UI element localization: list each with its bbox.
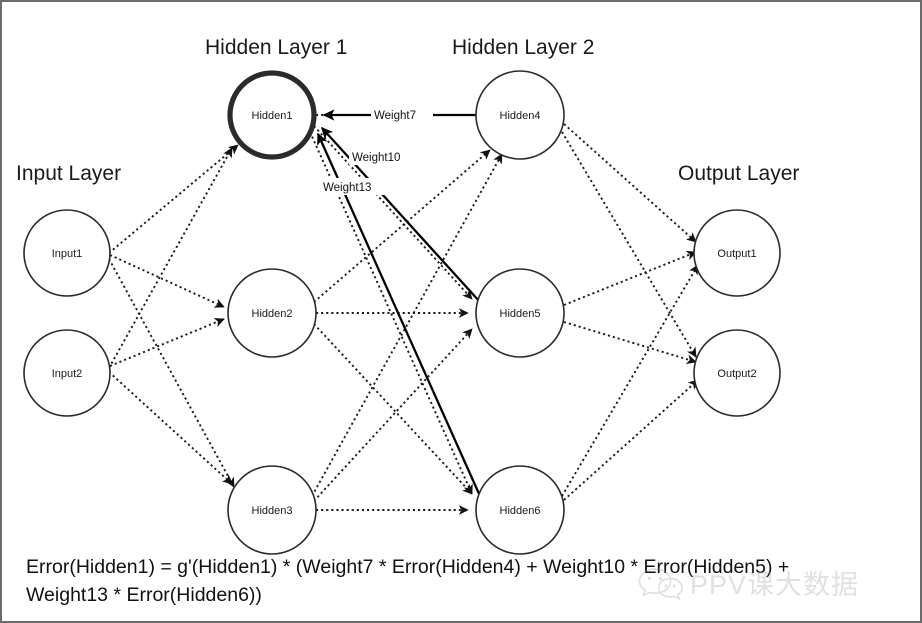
edge-hidden3-hidden5 bbox=[313, 328, 473, 502]
edge-input2-hidden3 bbox=[108, 371, 233, 485]
equation-line-1: Error(Hidden1) = g'(Hidden1) * (Weight7 … bbox=[26, 556, 789, 578]
node-hidden5-circle[interactable] bbox=[475, 268, 565, 358]
edge-input2-hidden1 bbox=[108, 147, 233, 369]
weight7-label: Weight7 bbox=[374, 110, 416, 122]
layer-title-output: Output Layer bbox=[678, 162, 799, 185]
edge-hidden6-output1 bbox=[561, 264, 699, 497]
edge-input1-hidden1 bbox=[108, 144, 239, 254]
edge-hidden3-hidden4 bbox=[311, 153, 503, 497]
weight13-label-backdrop bbox=[320, 178, 388, 195]
node-hidden5[interactable]: Hidden5 bbox=[475, 268, 565, 358]
node-hidden2-label: Hidden2 bbox=[252, 308, 293, 320]
edge-group-input-to-hidden1 bbox=[108, 144, 239, 488]
node-input1-circle[interactable] bbox=[23, 209, 111, 297]
node-input2[interactable]: Input2 bbox=[23, 329, 111, 417]
edge-hidden5-output1 bbox=[563, 250, 697, 306]
node-hidden3-label: Hidden3 bbox=[252, 505, 293, 517]
node-group-hidden-layer-2: Hidden4 Hidden5 Hidden6 bbox=[475, 70, 565, 555]
node-hidden5-label: Hidden5 bbox=[500, 308, 541, 320]
node-hidden6-circle[interactable] bbox=[475, 465, 565, 555]
node-output2[interactable]: Output2 bbox=[693, 329, 781, 417]
edge-hidden2-hidden4 bbox=[313, 149, 491, 303]
edge-hidden5-output2 bbox=[563, 321, 697, 365]
node-group-output: Output1 Output2 bbox=[693, 209, 781, 417]
edge-hidden6-output2 bbox=[563, 379, 699, 501]
node-hidden4-circle[interactable] bbox=[475, 70, 565, 160]
edge-weight10-hidden5-to-hidden1 bbox=[320, 126, 481, 303]
node-input2-circle[interactable] bbox=[23, 329, 111, 417]
node-input2-label: Input2 bbox=[52, 368, 83, 380]
node-hidden6[interactable]: Hidden6 bbox=[475, 465, 565, 555]
edge-group-hidden1-to-hidden2 bbox=[309, 114, 503, 515]
edge-hidden4-output1 bbox=[563, 123, 697, 243]
node-hidden4[interactable]: Hidden4 bbox=[475, 70, 565, 160]
edge-hidden4-output2 bbox=[561, 131, 697, 358]
edge-group-hidden2-to-output bbox=[561, 123, 699, 501]
node-output1-circle[interactable] bbox=[693, 209, 781, 297]
weight10-label: Weight10 bbox=[352, 152, 400, 164]
node-group-hidden-layer-1: Hidden1 Hidden2 Hidden3 bbox=[227, 70, 317, 555]
layer-title-hidden2: Hidden Layer 2 bbox=[452, 36, 594, 59]
edge-hidden2-hidden6 bbox=[313, 323, 473, 495]
weight-label-group: Weight7 Weight10 Weight13 bbox=[320, 106, 433, 195]
node-output2-label: Output2 bbox=[717, 368, 756, 380]
node-hidden3-circle[interactable] bbox=[227, 465, 317, 555]
node-output1-label: Output1 bbox=[717, 248, 756, 260]
edge-input1-hidden3 bbox=[108, 258, 235, 488]
node-hidden3[interactable]: Hidden3 bbox=[227, 465, 317, 555]
edge-input2-hidden2 bbox=[109, 317, 225, 367]
node-hidden2[interactable]: Hidden2 bbox=[227, 268, 317, 358]
node-output1[interactable]: Output1 bbox=[693, 209, 781, 297]
layer-title-hidden1: Hidden Layer 1 bbox=[205, 36, 347, 59]
node-hidden1-label: Hidden1 bbox=[252, 110, 293, 122]
equation-line-2: Weight13 * Error(Hidden6)) bbox=[26, 584, 262, 606]
weight13-label: Weight13 bbox=[323, 182, 371, 194]
node-hidden1[interactable]: Hidden1 bbox=[227, 70, 317, 160]
node-group-input: Input1 Input2 bbox=[23, 209, 111, 417]
edge-hidden1-hidden5 bbox=[313, 125, 473, 300]
node-hidden6-label: Hidden6 bbox=[500, 505, 541, 517]
node-hidden1-circle[interactable] bbox=[227, 70, 317, 160]
layer-title-input: Input Layer bbox=[16, 162, 121, 185]
node-input1-label: Input1 bbox=[52, 248, 83, 260]
weight7-label-backdrop bbox=[371, 106, 433, 123]
edge-input1-hidden2 bbox=[109, 254, 225, 308]
weight10-label-backdrop bbox=[349, 148, 417, 165]
node-input1[interactable]: Input1 bbox=[23, 209, 111, 297]
error-equation: Error(Hidden1) = g'(Hidden1) * (Weight7 … bbox=[26, 556, 789, 606]
node-hidden4-label: Hidden4 bbox=[500, 110, 541, 122]
node-output2-circle[interactable] bbox=[693, 329, 781, 417]
node-hidden2-circle[interactable] bbox=[227, 268, 317, 358]
edge-group-backprop-solid bbox=[316, 109, 482, 497]
